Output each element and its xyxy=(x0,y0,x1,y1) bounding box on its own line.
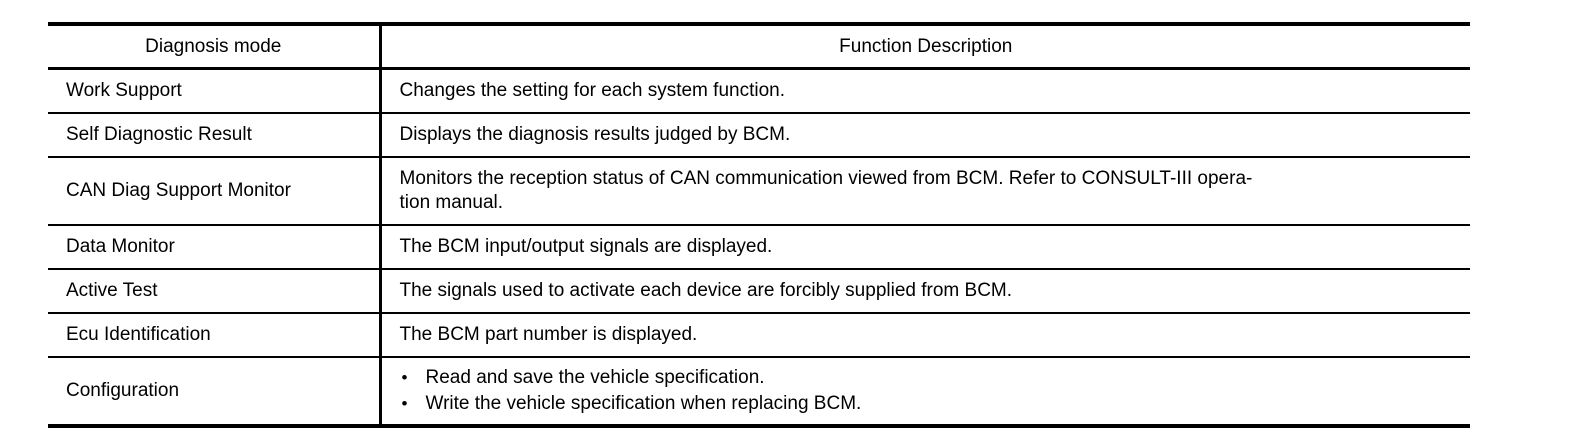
bullet-dot-icon: • xyxy=(401,394,408,413)
diagnosis-mode-label: Work Support xyxy=(66,80,182,101)
cell-diagnosis-mode: Self Diagnostic Result xyxy=(48,112,382,158)
diagnosis-mode-label: Ecu Identification xyxy=(66,324,211,345)
diagnosis-mode-label: Active Test xyxy=(66,280,158,301)
description-bullet-text: Write the vehicle specification when rep… xyxy=(425,393,862,414)
cell-diagnosis-mode: Data Monitor xyxy=(48,224,382,270)
diagnosis-mode-table-wrapper: Diagnosis mode Function Description Work… xyxy=(48,22,1470,428)
description-line: tion manual. xyxy=(399,192,504,213)
cell-diagnosis-mode: Work Support xyxy=(48,67,382,114)
table-row: Ecu Identification The BCM part number is… xyxy=(48,312,1470,358)
diagnosis-mode-label: Configuration xyxy=(66,380,180,401)
table-row: Work Support Changes the setting for each… xyxy=(48,67,1470,114)
table-row: Self Diagnostic Result Displays the diagn… xyxy=(48,112,1470,158)
description-bullet-list: • Read and save the vehicle specification… xyxy=(400,365,1457,417)
table-row: Active Test The signals used to activate … xyxy=(48,268,1470,314)
description-line: The BCM part number is displayed. xyxy=(399,324,698,345)
description-line: Monitors the reception status of CAN com… xyxy=(399,168,1253,189)
cell-diagnosis-mode: Ecu Identification xyxy=(48,312,382,358)
table-header-row: Diagnosis mode Function Description xyxy=(48,24,1470,70)
table-row: Data Monitor The BCM input/output signals… xyxy=(48,224,1470,270)
bullet-dot-icon: • xyxy=(401,368,408,387)
diagnosis-mode-label: CAN Diag Support Monitor xyxy=(66,180,291,201)
cell-function-description: The signals used to activate each device… xyxy=(380,268,1470,314)
cell-function-description: Displays the diagnosis results judged by… xyxy=(380,112,1470,158)
table-row: CAN Diag Support Monitor Monitors the rec… xyxy=(48,156,1470,226)
description-line: Displays the diagnosis results judged by… xyxy=(399,124,791,145)
cell-diagnosis-mode: Active Test xyxy=(48,268,382,314)
description-bullet-item: • Write the vehicle specification when re… xyxy=(400,391,1457,417)
diagnosis-mode-table: Diagnosis mode Function Description Work… xyxy=(48,22,1470,428)
table-header: Diagnosis mode Function Description xyxy=(48,24,1470,70)
cell-function-description: The BCM part number is displayed. xyxy=(380,312,1470,358)
diagnosis-mode-label: Data Monitor xyxy=(66,236,175,257)
description-bullet-item: • Read and save the vehicle specification… xyxy=(400,365,1457,391)
table-body: Work Support Changes the setting for each… xyxy=(48,67,1470,427)
column-header-function-description-label: Function Description xyxy=(839,35,1013,57)
cell-diagnosis-mode: CAN Diag Support Monitor xyxy=(48,156,382,226)
table-row: Configuration • Read and save the vehicle … xyxy=(48,356,1470,427)
cell-diagnosis-mode: Configuration xyxy=(48,356,382,427)
cell-function-description: Monitors the reception status of CAN com… xyxy=(380,156,1470,226)
column-header-diagnosis-mode: Diagnosis mode xyxy=(48,24,382,70)
description-line: The BCM input/output signals are display… xyxy=(399,236,773,257)
description-bullet-text: Read and save the vehicle specification. xyxy=(425,367,765,388)
description-line: The signals used to activate each device… xyxy=(399,280,1013,301)
description-line: Changes the setting for each system func… xyxy=(399,80,786,101)
cell-function-description: The BCM input/output signals are display… xyxy=(380,224,1470,270)
column-header-diagnosis-mode-label: Diagnosis mode xyxy=(145,35,282,57)
cell-function-description: Changes the setting for each system func… xyxy=(380,67,1470,114)
column-header-function-description: Function Description xyxy=(380,24,1470,70)
diagnosis-mode-label: Self Diagnostic Result xyxy=(66,124,252,145)
cell-function-description: • Read and save the vehicle specification… xyxy=(380,356,1470,427)
